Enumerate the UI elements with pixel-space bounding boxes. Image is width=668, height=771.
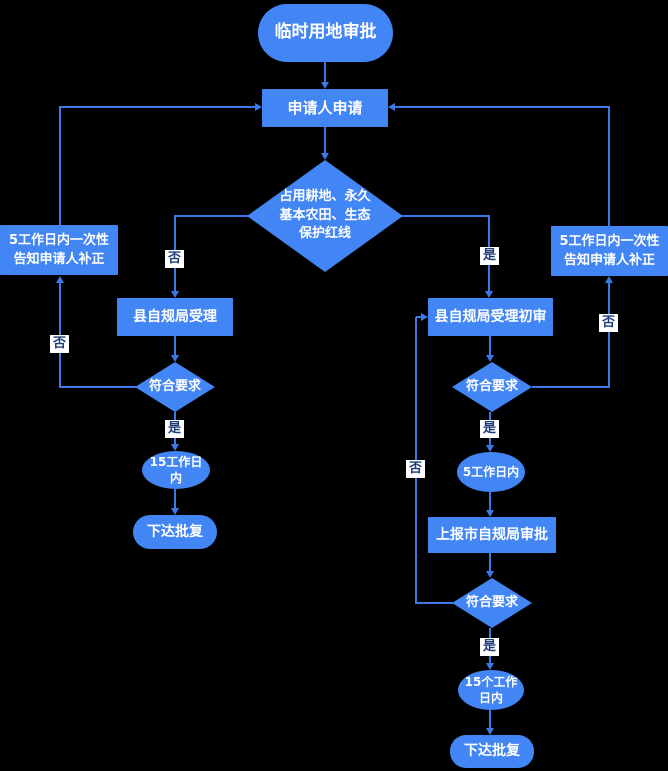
edge-label-yes: 是 bbox=[480, 247, 500, 266]
edge-label-yes: 是 bbox=[165, 420, 185, 439]
arrowhead-down bbox=[486, 728, 494, 735]
decision-meets-requirements-left: 符合要求 bbox=[135, 362, 215, 412]
connector-line bbox=[174, 336, 176, 356]
decision-meets-requirements-right-lower: 符合要求 bbox=[452, 578, 532, 628]
arrowhead-up bbox=[56, 276, 64, 283]
arrowhead-down bbox=[486, 445, 494, 452]
connector-line bbox=[59, 386, 136, 388]
arrowhead-up bbox=[605, 276, 613, 283]
edge-label-no: 否 bbox=[50, 335, 70, 354]
terminator-issue-approval-left: 下达批复 bbox=[133, 515, 217, 549]
arrowhead-down bbox=[321, 153, 329, 160]
connector-line bbox=[489, 336, 491, 356]
process-notify-correction-right: 5工作日内一次性 告知申请人补正 bbox=[551, 226, 668, 276]
edge-label-yes: 是 bbox=[480, 638, 500, 657]
arrowhead-right bbox=[255, 103, 262, 111]
connector-line bbox=[532, 386, 610, 388]
process-report-city-bureau: 上报市自规局审批 bbox=[428, 517, 556, 553]
edge-label-no: 否 bbox=[599, 314, 619, 333]
connector-line bbox=[416, 316, 422, 318]
arrowhead-down bbox=[486, 663, 494, 670]
connector-line bbox=[174, 215, 248, 217]
arrowhead-down bbox=[486, 510, 494, 517]
arrowhead-down bbox=[171, 291, 179, 298]
edge-label-no: 否 bbox=[165, 250, 185, 269]
ellipse-5-working-days: 5工作日内 bbox=[457, 452, 525, 492]
process-county-bureau-accept: 县自规局受理 bbox=[117, 298, 233, 336]
process-county-bureau-preliminary-review: 县自规局受理初审 bbox=[428, 298, 553, 336]
decision-meets-requirements-right-upper: 符合要求 bbox=[452, 362, 532, 412]
connector-line bbox=[324, 127, 326, 154]
connector-line bbox=[415, 602, 453, 604]
connector-line bbox=[394, 106, 610, 108]
connector-line bbox=[489, 553, 491, 572]
edge-label-no: 否 bbox=[406, 460, 426, 479]
connector-line bbox=[489, 492, 491, 511]
terminator-issue-approval-right: 下达批复 bbox=[450, 735, 534, 768]
connector-line bbox=[59, 106, 256, 108]
arrowhead-down bbox=[485, 291, 493, 298]
connector-line bbox=[402, 215, 490, 217]
connector-line bbox=[59, 107, 61, 225]
ellipse-15-working-days-right: 15个工作 日内 bbox=[458, 670, 524, 710]
arrowhead-down bbox=[171, 444, 179, 451]
connector-line bbox=[608, 107, 610, 227]
arrowhead-down bbox=[486, 571, 494, 578]
arrowhead-right bbox=[421, 313, 428, 321]
connector-line bbox=[489, 710, 491, 729]
connector-line bbox=[174, 489, 176, 509]
arrowhead-left bbox=[388, 103, 395, 111]
connector-line bbox=[324, 62, 326, 83]
arrowhead-down bbox=[321, 82, 329, 89]
arrowhead-down bbox=[486, 355, 494, 362]
terminator-start: 临时用地审批 bbox=[258, 4, 393, 62]
process-applicant-apply: 申请人申请 bbox=[262, 89, 388, 127]
connector-line bbox=[608, 283, 610, 388]
edge-label-yes: 是 bbox=[480, 420, 500, 439]
ellipse-15-working-days-left: 15工作日 内 bbox=[142, 451, 210, 489]
arrowhead-down bbox=[171, 508, 179, 515]
arrowhead-down bbox=[171, 355, 179, 362]
process-notify-correction-left: 5工作日内一次性 告知申请人补正 bbox=[0, 225, 118, 275]
decision-land-occupation: 占用耕地、永久 基本农田、生态 保护红线 bbox=[247, 160, 403, 272]
